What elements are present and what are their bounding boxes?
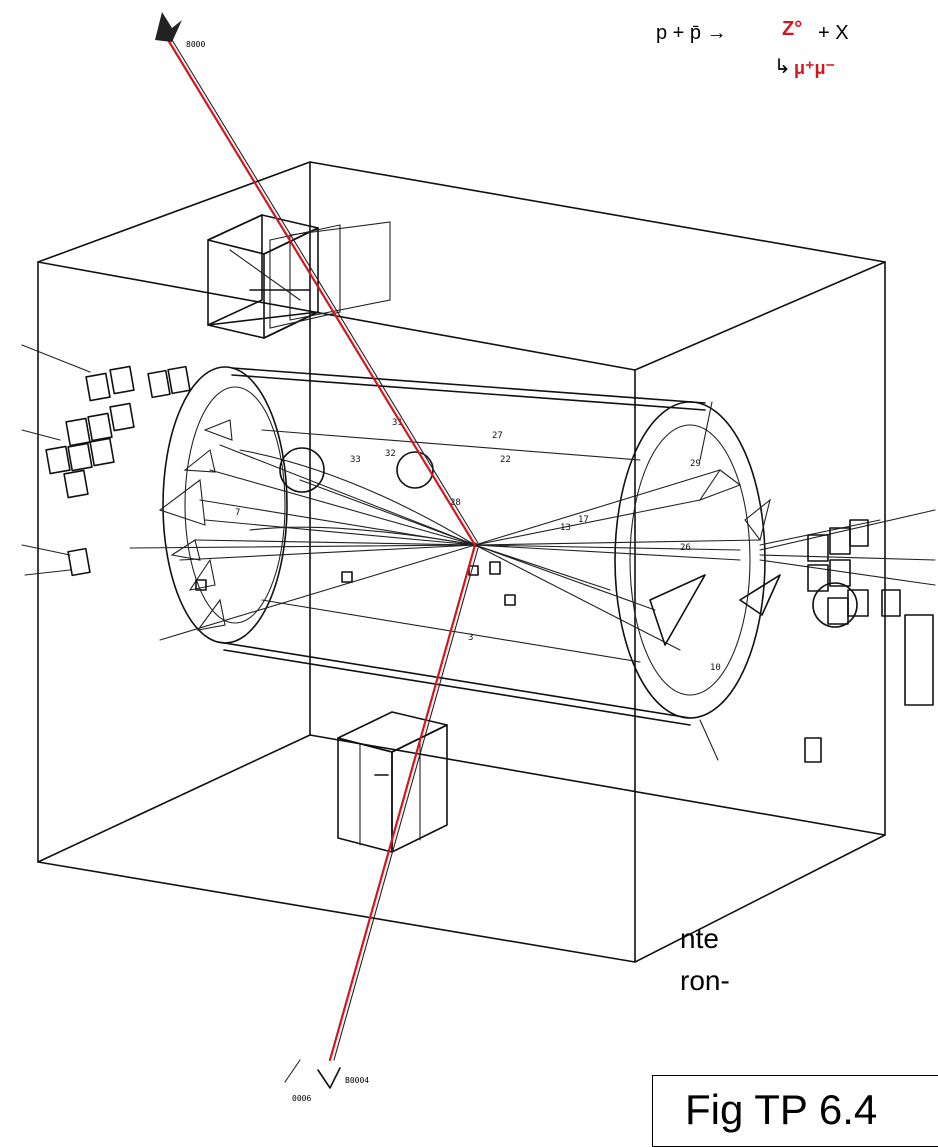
arrow-down-icon — [317, 1067, 341, 1089]
track-label: 22 — [500, 455, 511, 465]
muon-track-up — [160, 28, 477, 547]
right-large-cell — [904, 614, 934, 706]
track-label: 7 — [235, 508, 240, 518]
box-edge — [37, 734, 311, 863]
track-label: 10 — [710, 663, 721, 673]
reaction-annotation: p + p̄ → Z° + X ↳ μ⁺μ⁻ — [656, 18, 896, 112]
figure-label: Fig TP 6.4 — [685, 1086, 878, 1133]
box-edge — [634, 261, 886, 371]
right-endcap — [614, 401, 766, 719]
side-text-line: ron- — [680, 965, 730, 996]
top-muon-chambers — [207, 214, 391, 339]
track-label: 33 — [350, 455, 361, 465]
reaction-boson: Z° — [782, 18, 803, 40]
box-edge — [37, 161, 311, 263]
right-jets — [474, 401, 936, 761]
event-display: 31 32 33 27 28 29 17 13 22 26 10 7 3 — [21, 12, 936, 1089]
track-label: 29 — [690, 459, 701, 469]
arrow-up-icon — [155, 12, 182, 42]
muon-tag-lower-b: 0006 — [292, 1094, 312, 1103]
left-jets — [129, 419, 476, 641]
side-text-line: nte — [680, 923, 719, 954]
track-label: 13 — [560, 523, 571, 533]
track-label: 31 — [392, 418, 403, 428]
figure-label-box: Fig TP 6.4 — [652, 1075, 938, 1147]
bottom-muon-chambers — [337, 711, 448, 853]
muon-track-down — [328, 543, 477, 1062]
track-labels: 31 32 33 27 28 29 17 13 22 26 10 7 3 — [235, 418, 721, 673]
track-label: 26 — [680, 543, 691, 553]
track-label: 17 — [578, 515, 589, 525]
reaction-initial-state: p + p̄ → — [656, 22, 727, 44]
track-label: 27 — [492, 431, 503, 441]
muon-tag-lower-a: B0004 — [345, 1076, 370, 1085]
track-label: 28 — [450, 498, 461, 508]
reaction-decay-arrow: ↳ — [774, 56, 791, 78]
reaction-plus-x: + X — [818, 22, 849, 44]
muon-tag-upper: 8000 — [186, 40, 206, 49]
side-text: nte ron- — [680, 918, 730, 1002]
muon-tracks — [155, 12, 479, 1089]
left-calorimeter-cells — [21, 344, 191, 577]
box-back-face — [309, 161, 886, 836]
box-edge — [634, 834, 886, 963]
track-label: 3 — [468, 633, 473, 643]
reaction-decay-products: μ⁺μ⁻ — [794, 58, 836, 78]
detector-box — [37, 161, 886, 963]
track-label: 32 — [385, 449, 396, 459]
right-calorimeter-cells — [804, 519, 934, 763]
